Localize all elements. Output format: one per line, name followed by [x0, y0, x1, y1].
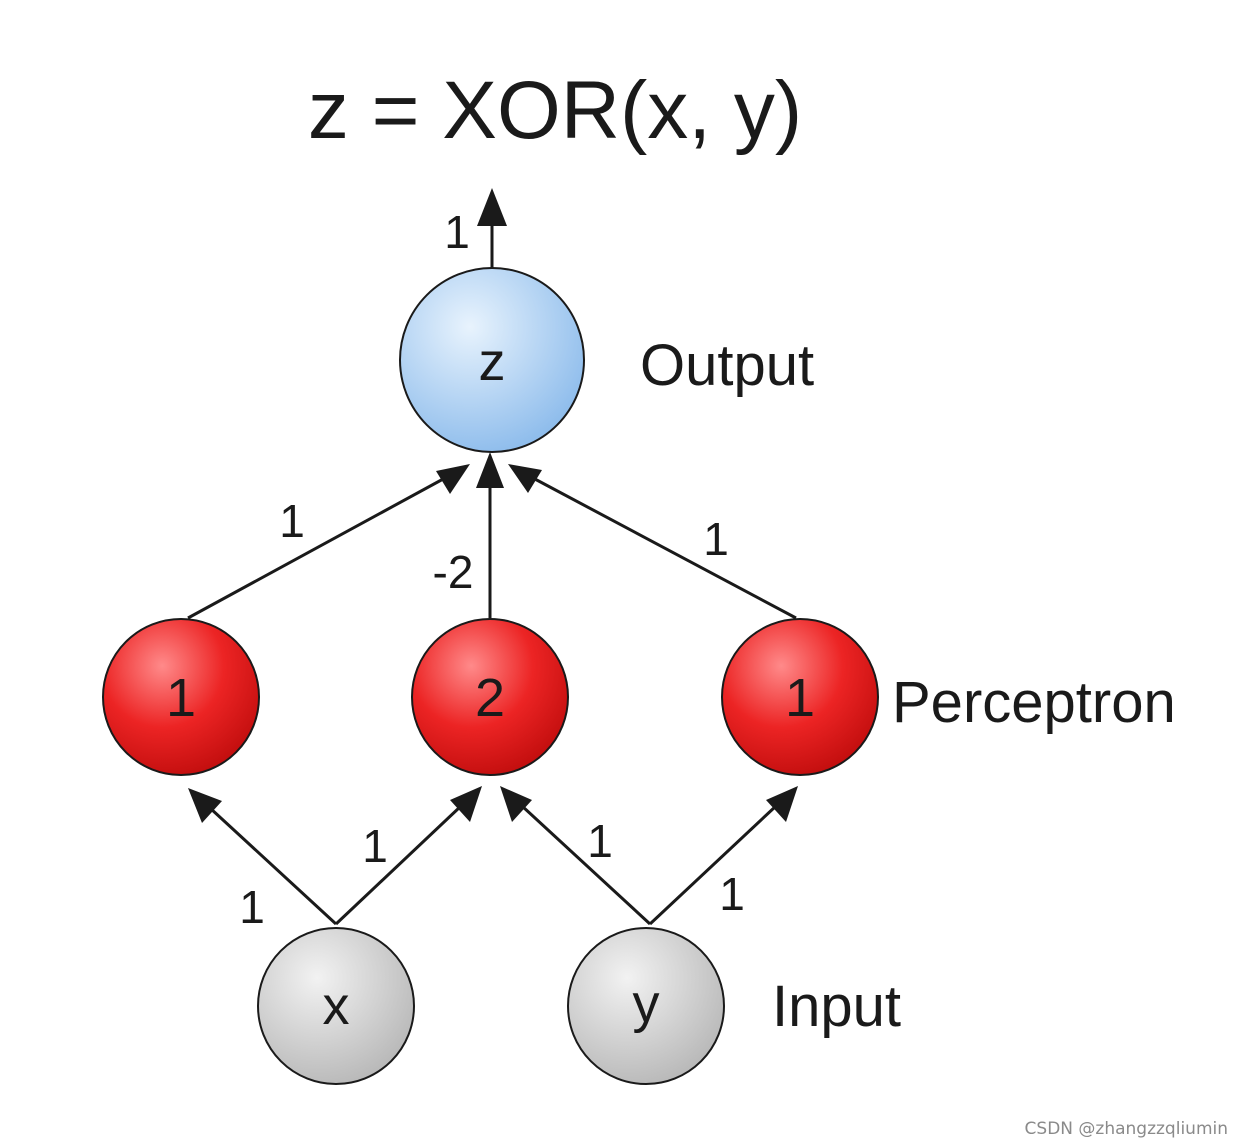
edge-x-h1 — [188, 788, 338, 926]
output-node-label: z — [479, 332, 506, 392]
edge-h3-z — [508, 464, 797, 620]
layer-label-input: Input — [772, 974, 901, 1039]
output-weight-label: 1 — [444, 206, 470, 258]
input-node-y-label: y — [633, 974, 660, 1034]
hidden-node-2: 2 — [411, 618, 569, 776]
edge-h2-z — [476, 452, 504, 618]
weight-x-h1: 1 — [239, 881, 265, 933]
layer-label-output: Output — [640, 333, 814, 398]
diagram-title: z = XOR(x, y) — [308, 65, 802, 156]
weight-x-h2: 1 — [362, 820, 388, 872]
weight-h1-z: 1 — [279, 495, 305, 547]
layer-label-perceptron: Perceptron — [892, 670, 1176, 735]
input-node-y: y — [567, 927, 725, 1085]
weight-h2-z: -2 — [433, 546, 474, 598]
edge-x-h2 — [334, 786, 482, 926]
edge-h1-z — [187, 464, 470, 620]
edge-y-h3 — [648, 786, 798, 926]
edge-y-h2 — [500, 786, 652, 926]
hidden-node-2-label: 2 — [475, 668, 505, 728]
input-node-x: x — [257, 927, 415, 1085]
output-node-z: z — [399, 267, 585, 453]
hidden-node-3: 1 — [721, 618, 879, 776]
hidden-node-1: 1 — [102, 618, 260, 776]
watermark: CSDN @zhangzzqliumin — [1025, 1119, 1228, 1139]
output-arrow — [477, 188, 507, 268]
hidden-node-3-label: 1 — [785, 668, 815, 728]
input-node-x-label: x — [323, 976, 350, 1036]
weight-y-h3: 1 — [719, 868, 745, 920]
weight-h3-z: 1 — [703, 513, 729, 565]
hidden-node-1-label: 1 — [166, 668, 196, 728]
weight-y-h2: 1 — [587, 815, 613, 867]
